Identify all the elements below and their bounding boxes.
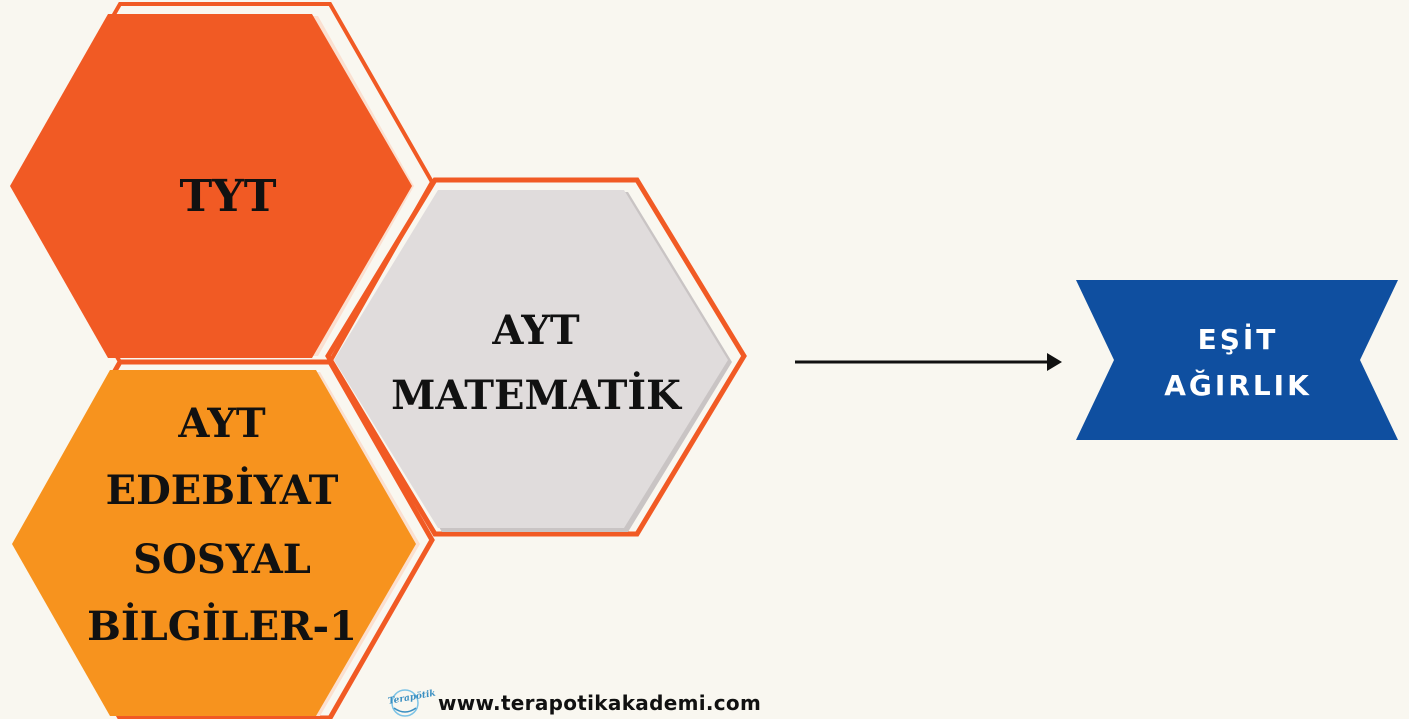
banner-label-2: AĞIRLIK: [1164, 368, 1312, 402]
hex-tyt-label-1: TYT: [180, 171, 277, 222]
banner-esit-agirlik: EŞİT AĞIRLIK: [1076, 280, 1398, 440]
hex-edebiyat-label-4: BİLGİLER-1: [87, 603, 357, 650]
banner-shape: [1076, 280, 1398, 440]
hex-tyt-fill: [10, 14, 412, 358]
hex-matematik-label-1: AYT: [491, 307, 580, 354]
hex-edebiyat-label-3: SOSYAL: [133, 536, 311, 583]
logo-swirl-icon: [391, 689, 419, 717]
arrow-head: [1047, 353, 1062, 371]
hex-edebiyat-label-2: EDEBİYAT: [106, 467, 339, 514]
banner-label-1: EŞİT: [1198, 322, 1279, 356]
hex-matematik-outline: [325, 177, 747, 537]
hex-tyt: TYT: [10, 2, 435, 364]
footer-website-link[interactable]: www.terapotikakademi.com: [438, 691, 762, 715]
hex-matematik-label-2: MATEMATİK: [391, 372, 682, 419]
terapotik-logo: Terapötik: [387, 688, 436, 718]
hex-edebiyat-fill: [12, 370, 416, 716]
hex-edebiyat-label-1: AYT: [177, 400, 266, 447]
hex-ayt-edebiyat: AYT EDEBİYAT SOSYAL BİLGİLER-1: [12, 359, 435, 719]
hex-ayt-matematik: AYT MATEMATİK: [325, 177, 747, 537]
hex-matematik-fill: [334, 190, 728, 528]
footer: Terapötik www.terapotikakademi.com: [387, 688, 762, 718]
arrow-right: [795, 353, 1062, 371]
